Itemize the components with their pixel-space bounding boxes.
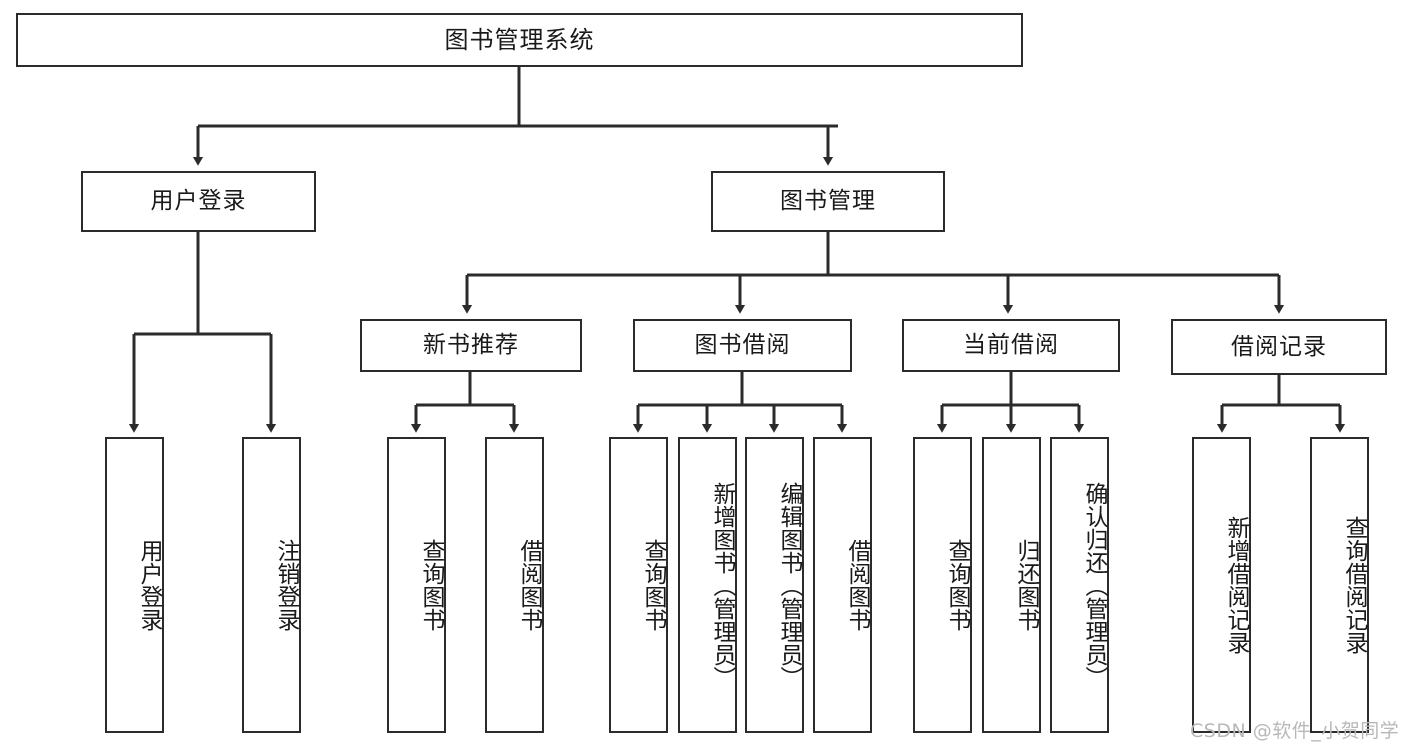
- node-label: 查询图书: [640, 539, 666, 631]
- leaf-current-confirm-return-admin[interactable]: 确认归还（管理员）: [1050, 437, 1109, 733]
- node-new-book-recommendation[interactable]: 新书推荐: [360, 319, 582, 372]
- leaf-borrow-add-book-admin[interactable]: 新增图书（管理员）: [678, 437, 737, 733]
- node-label: 注销登录: [273, 539, 299, 631]
- leaf-record-query-borrow-record[interactable]: 查询借阅记录: [1310, 437, 1369, 733]
- leaf-borrow-edit-book-admin[interactable]: 编辑图书（管理员）: [745, 437, 804, 733]
- node-label: 用户登录: [150, 188, 247, 215]
- node-label: 新增借阅记录: [1223, 516, 1249, 654]
- leaf-borrow-lend-book[interactable]: 借阅图书: [813, 437, 872, 733]
- node-label: 图书借阅: [694, 332, 791, 359]
- leaf-record-add-borrow-record[interactable]: 新增借阅记录: [1192, 437, 1251, 733]
- node-root-library-system[interactable]: 图书管理系统: [16, 13, 1023, 67]
- leaf-current-return-book[interactable]: 归还图书: [982, 437, 1041, 733]
- node-label: 借阅图书: [844, 539, 870, 631]
- node-book-management[interactable]: 图书管理: [711, 171, 945, 232]
- leaf-user-logout[interactable]: 注销登录: [242, 437, 301, 733]
- node-label: 查询借阅记录: [1341, 516, 1367, 654]
- leaf-current-query-book[interactable]: 查询图书: [913, 437, 972, 733]
- node-label: 当前借阅: [963, 332, 1059, 359]
- node-label: 查询图书: [418, 539, 444, 631]
- node-label: 图书管理系统: [444, 26, 595, 54]
- node-label: 借阅记录: [1231, 333, 1327, 360]
- leaf-recommend-borrow-book[interactable]: 借阅图书: [485, 437, 544, 733]
- node-label: 确认归还（管理员）: [1081, 481, 1107, 689]
- csdn-watermark: CSDN @软件_小贺同学: [1190, 720, 1400, 742]
- leaf-user-login[interactable]: 用户登录: [105, 437, 164, 733]
- node-label: 归还图书: [1013, 539, 1039, 631]
- node-label: 图书管理: [780, 188, 876, 215]
- node-book-borrowing[interactable]: 图书借阅: [633, 319, 852, 372]
- node-user-login[interactable]: 用户登录: [81, 171, 316, 232]
- leaf-recommend-query-book[interactable]: 查询图书: [387, 437, 446, 733]
- node-label: 编辑图书（管理员）: [776, 481, 802, 689]
- node-current-borrowing[interactable]: 当前借阅: [902, 319, 1120, 372]
- node-borrowing-record[interactable]: 借阅记录: [1171, 319, 1387, 375]
- node-label: 新增图书（管理员）: [709, 481, 735, 689]
- node-label: 新书推荐: [423, 332, 519, 359]
- node-label: 查询图书: [944, 539, 970, 631]
- node-label: 借阅图书: [516, 539, 542, 631]
- node-label: 用户登录: [136, 539, 162, 631]
- leaf-borrow-query-book[interactable]: 查询图书: [609, 437, 668, 733]
